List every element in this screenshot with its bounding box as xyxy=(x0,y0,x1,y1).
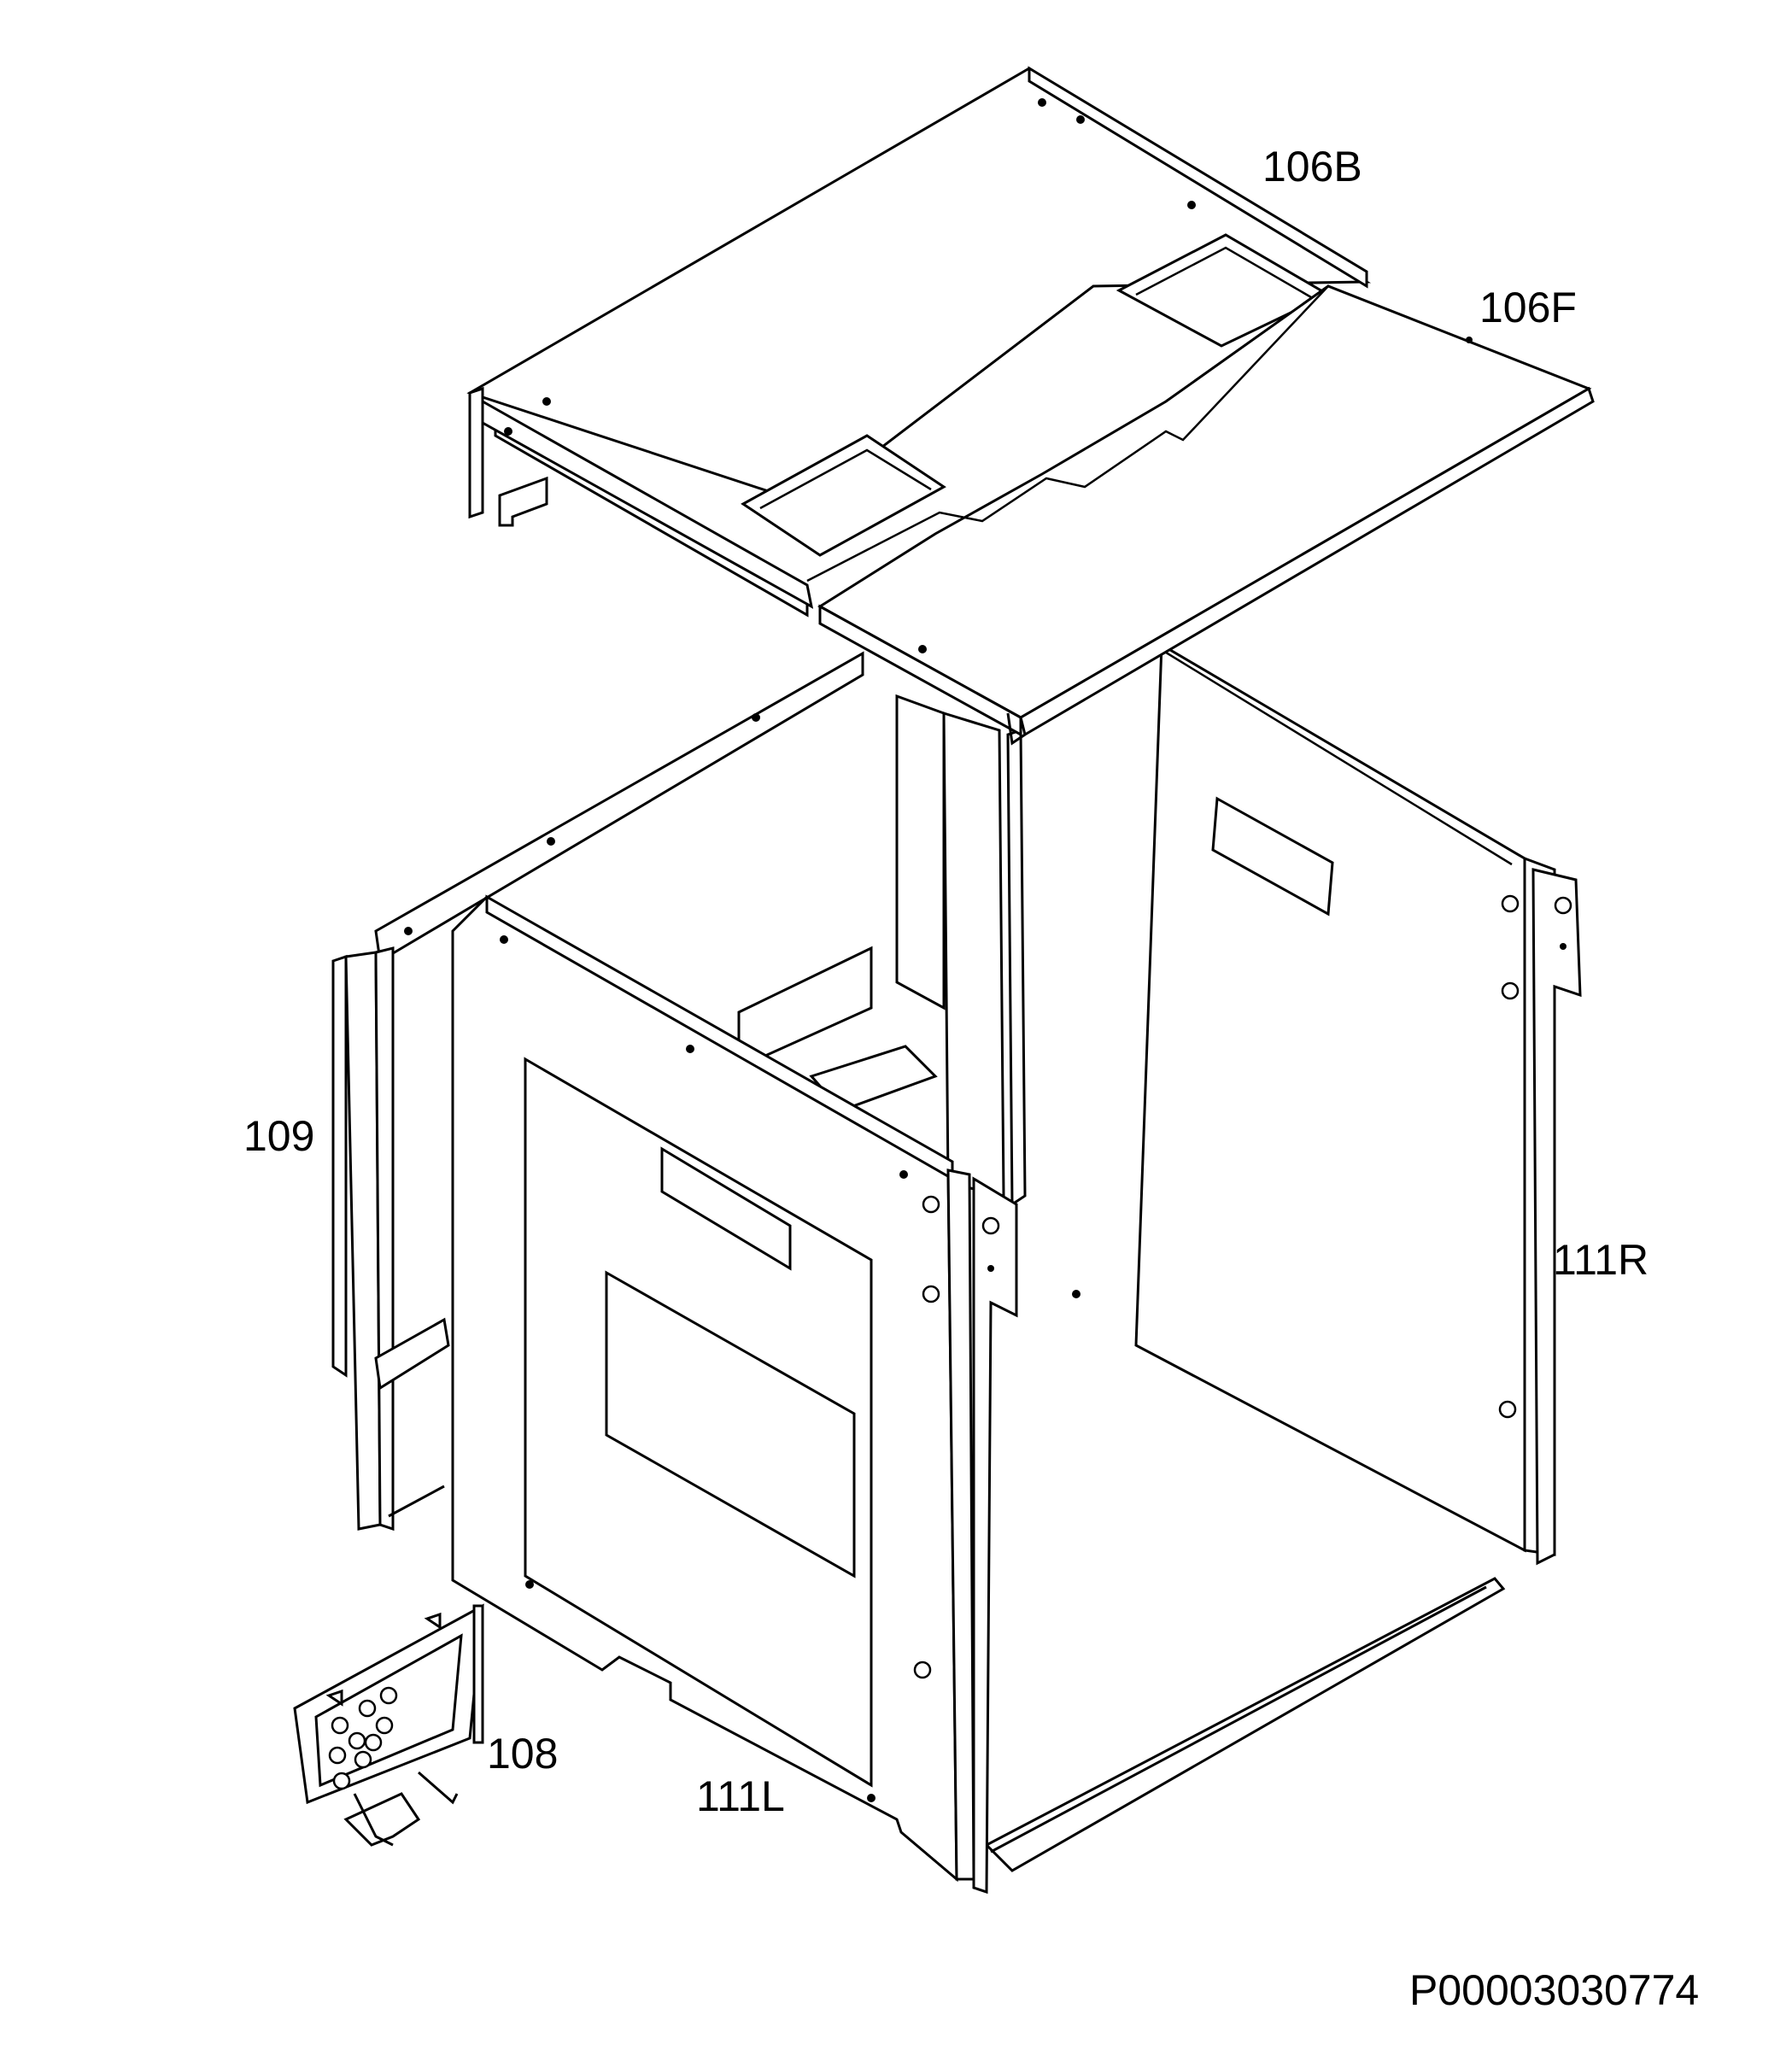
rear-frame-109 xyxy=(331,651,1080,1532)
callout-108: 108 xyxy=(487,1730,559,1778)
bottom-rail xyxy=(984,1577,1506,1872)
left-side-panel-111l xyxy=(451,894,1018,1895)
right-side-panel-111r xyxy=(1134,642,1582,1566)
callout-109: 109 xyxy=(243,1112,315,1160)
drawing-number: P00003030774 xyxy=(1409,1966,1700,2014)
callout-111r: 111R xyxy=(1553,1236,1649,1284)
callout-106b: 106B xyxy=(1262,143,1362,190)
top-front-panel-106f xyxy=(806,284,1595,746)
callout-106f: 106F xyxy=(1479,284,1577,331)
control-bracket-108 xyxy=(293,1603,484,1847)
top-back-panel-106b xyxy=(466,66,1372,618)
callout-111l: 111L xyxy=(696,1772,785,1820)
